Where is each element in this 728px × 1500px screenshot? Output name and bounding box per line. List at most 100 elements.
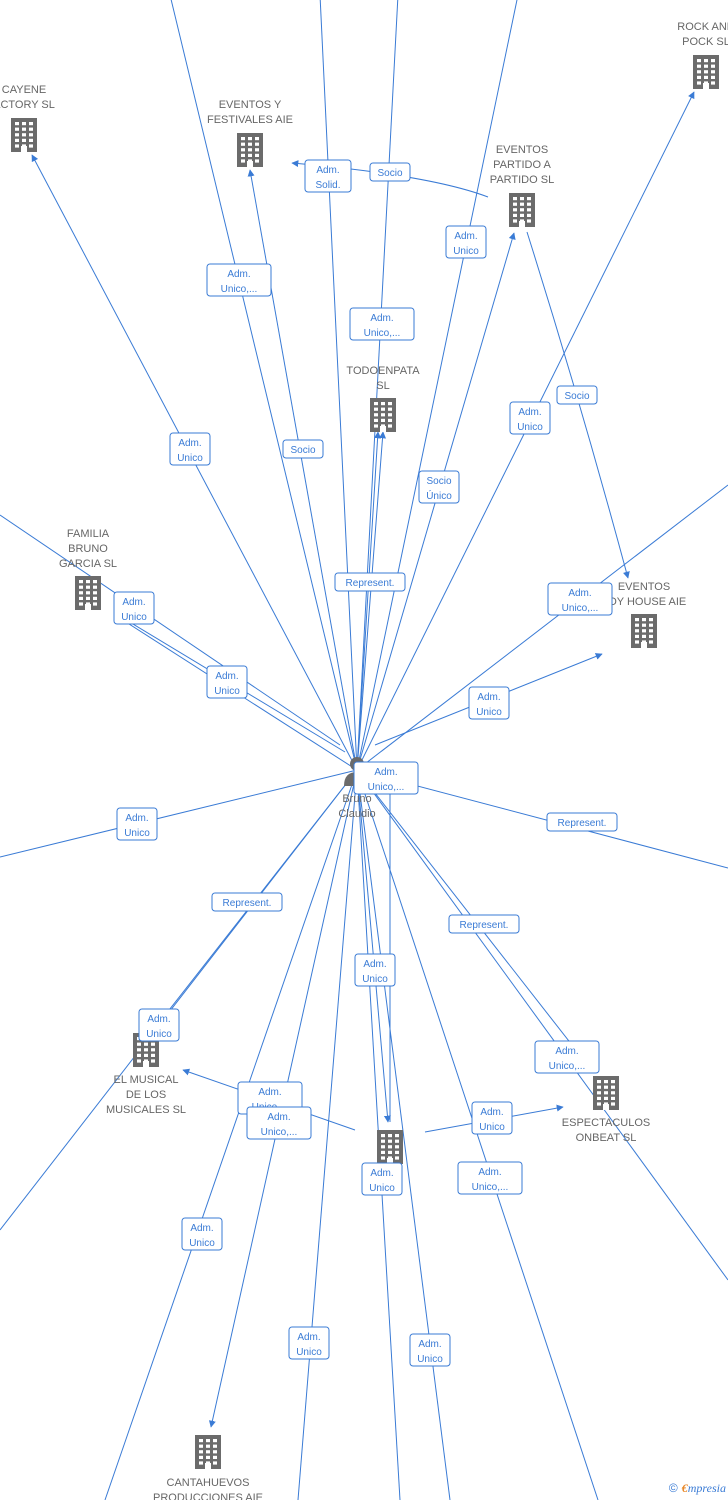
relation-label-text: Adm. xyxy=(147,1014,170,1025)
relation-label[interactable]: Adm.Unico,... xyxy=(353,761,419,795)
relation-label-text: Adm. xyxy=(297,1332,320,1343)
relation-label-text: Adm. xyxy=(454,231,477,242)
relation-edge xyxy=(356,0,399,771)
relation-edge xyxy=(356,431,387,771)
relation-edge xyxy=(104,769,358,1500)
relation-label[interactable]: Represent. xyxy=(546,812,618,832)
building-icon xyxy=(237,133,263,167)
relation-label[interactable]: Socio xyxy=(369,162,411,182)
relation-label[interactable]: Adm.Unico xyxy=(468,686,510,720)
relation-label-text: Unico xyxy=(146,1029,172,1040)
relation-label-text: Unico xyxy=(417,1354,443,1365)
relation-label-text: Unico xyxy=(517,422,543,433)
relation-label[interactable]: Adm. Unico xyxy=(509,401,551,435)
relation-label[interactable]: Adm. Unico xyxy=(138,1008,180,1042)
building-icon xyxy=(75,576,101,610)
company-name: TOY HOUSE AIE xyxy=(602,596,687,608)
company-name: FESTIVALES AIE xyxy=(207,114,293,126)
relation-label[interactable]: Adm. Unico xyxy=(206,665,248,699)
relation-label[interactable]: Adm.Unico,... xyxy=(206,263,272,297)
relation-label[interactable]: Adm. Unico xyxy=(445,225,487,259)
relation-label[interactable]: Adm.Unico xyxy=(409,1333,451,1367)
relation-label-text: Adm. xyxy=(190,1223,213,1234)
company-name: ROCK AND xyxy=(677,21,728,33)
company-node-musical[interactable]: EL MUSICAL DE LOS MUSICALES SL xyxy=(106,1033,186,1116)
relation-edge xyxy=(356,484,728,771)
relation-label[interactable]: Represent. xyxy=(211,892,283,912)
company-name: CANTAHUEVOS xyxy=(167,1477,250,1489)
company-name: BRUNO xyxy=(68,543,108,555)
relation-label-text: Represent. xyxy=(558,818,607,829)
relation-label[interactable]: Adm.Unico xyxy=(354,953,396,987)
empresia-watermark: ©€mpresia xyxy=(669,1481,726,1496)
building-icon xyxy=(631,614,657,648)
company-name: EVENTOS Y xyxy=(219,99,282,111)
edge-labels-layer: Adm.Solid.SocioAdm.UnicoAdm.Unico,...Adm… xyxy=(113,159,618,1367)
relation-edge xyxy=(319,0,358,771)
relation-label[interactable]: Adm.Unico,... xyxy=(547,582,613,616)
relation-label-text: Unico xyxy=(214,686,240,697)
relation-label-text: Unico xyxy=(453,246,479,257)
relation-label[interactable]: Adm.Unico xyxy=(169,432,211,466)
company-name: DE LOS xyxy=(126,1089,166,1101)
relation-label[interactable]: Adm. Unico xyxy=(361,1162,403,1196)
copyright-symbol: © xyxy=(668,1481,678,1495)
relation-label-text: Socio xyxy=(564,391,589,402)
relation-label-text: Adm. xyxy=(215,671,238,682)
building-icon xyxy=(370,398,396,432)
building-icon xyxy=(509,193,535,227)
relation-label-text: Unico xyxy=(476,707,502,718)
company-node-festivales[interactable]: EVENTOS Y FESTIVALES AIE xyxy=(207,99,293,167)
company-name: MUSICALES SL xyxy=(106,1104,186,1116)
relation-label[interactable]: Adm.Unico xyxy=(288,1326,330,1360)
relation-label-text: Unico,... xyxy=(364,328,401,339)
relation-label-text: Unico xyxy=(124,828,150,839)
company-node-toyhouse[interactable]: EVENTOS TOY HOUSE AIE xyxy=(602,581,687,648)
relation-label[interactable]: Represent. xyxy=(334,572,406,592)
relation-label[interactable]: Adm.Unico,... xyxy=(457,1161,523,1195)
building-icon xyxy=(377,1130,403,1164)
company-name: FAMILIA xyxy=(67,528,110,540)
company-node-rock[interactable]: ROCK ANDPOCK SL xyxy=(677,21,728,89)
company-name: ONBEAT SL xyxy=(576,1132,637,1144)
relation-label[interactable]: Adm.Unico,... xyxy=(246,1106,312,1140)
relation-label[interactable]: Adm.Unico,... xyxy=(349,307,415,341)
relation-label[interactable]: Socio xyxy=(282,439,324,459)
company-name: EVENTOS xyxy=(618,581,670,593)
nodes-layer: ROCK ANDPOCK SL CAYENEACTORY SL EVENTOS Y F… xyxy=(0,21,728,1500)
brand-name: mpresia xyxy=(687,1481,726,1495)
relation-label[interactable]: Represent. xyxy=(448,914,520,934)
company-name: EL MUSICAL xyxy=(113,1074,178,1086)
relation-label[interactable]: Adm. Unico xyxy=(116,807,158,841)
relation-label-text: Unico,... xyxy=(261,1127,298,1138)
relation-label[interactable]: Adm.Unico xyxy=(471,1101,513,1135)
company-node-cayene[interactable]: CAYENEACTORY SL xyxy=(0,84,55,152)
relation-label-text: Adm. xyxy=(518,407,541,418)
relation-edge xyxy=(297,769,358,1500)
relation-edge xyxy=(356,769,599,1500)
building-icon xyxy=(195,1435,221,1469)
relation-label[interactable]: Adm. Solid. xyxy=(304,159,352,193)
relation-label-text: Adm. xyxy=(555,1046,578,1057)
relation-edge xyxy=(0,769,358,1231)
relation-label[interactable]: Adm.Unico xyxy=(113,591,155,625)
relation-edge xyxy=(0,514,341,746)
relation-label-text: Adm. xyxy=(370,1168,393,1179)
relation-label[interactable]: Adm.Unico xyxy=(181,1217,223,1251)
relation-label-text: Unico xyxy=(369,1183,395,1194)
relation-label-text: Solid. xyxy=(315,180,340,191)
relation-edge xyxy=(356,769,728,1281)
relation-label[interactable]: Socio xyxy=(556,385,598,405)
relation-label-text: Socio xyxy=(377,168,402,179)
relation-label[interactable]: Adm.Unico,... xyxy=(534,1040,600,1074)
relation-label-text: Adm. xyxy=(125,813,148,824)
relation-label-text: Unico xyxy=(362,974,388,985)
relation-label-text: Adm. xyxy=(316,165,339,176)
